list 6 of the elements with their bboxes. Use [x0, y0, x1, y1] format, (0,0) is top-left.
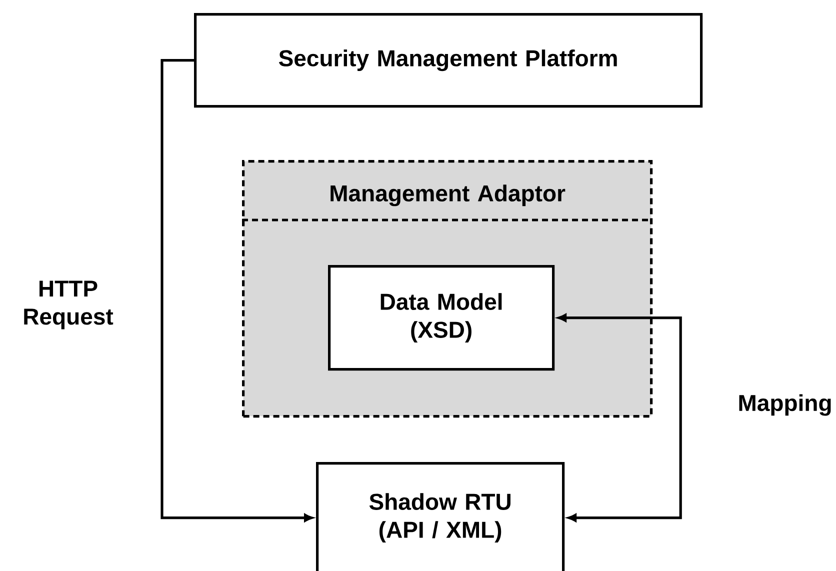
process-box: Shadow RTU (API / XML): [316, 462, 565, 571]
edge-label: HTTP Request: [12, 280, 124, 330]
process-box: Data Model (XSD): [328, 265, 555, 371]
edge-label: Mapping: [729, 393, 836, 417]
arrow: [558, 314, 682, 522]
process-box: Security Management Platform: [194, 13, 703, 108]
